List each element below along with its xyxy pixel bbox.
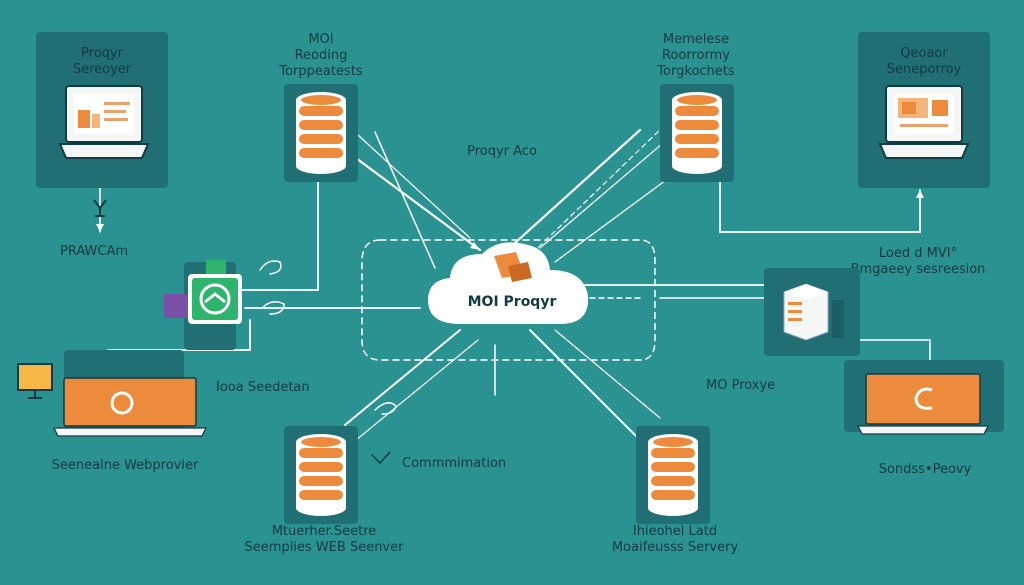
link-top-right-to-cloud — [503, 128, 642, 254]
memelese-label: Memelese Roorrormy Torgkochets — [626, 32, 766, 80]
web-server-label: Mtuerher.Seetre Seemplies WEB Seenver — [236, 524, 412, 556]
link-laptop-br-up — [849, 339, 931, 361]
laptop-icon[interactable] — [856, 372, 1002, 440]
load-mvi-line1: Loed d MVI° — [878, 246, 958, 261]
webprovider-label: Seenealne Webprovier — [51, 458, 199, 473]
communication-label: Commmimation — [402, 456, 507, 471]
link-loop-bottom — [374, 402, 397, 415]
proxy-server-tl-line1: Proqyr — [81, 46, 123, 61]
memelese-line3: Torgkochets — [657, 64, 735, 79]
arrow-tip-4 — [96, 224, 104, 232]
proxy-aco-label: Proqyr Aco — [467, 144, 537, 159]
arrow-tip-3 — [916, 190, 924, 198]
database-stack-icon[interactable] — [644, 432, 702, 518]
proxy-server-tl-line2: Sereoyer — [72, 62, 132, 77]
pcam-label: PRAWCAm — [60, 244, 129, 259]
mod-reading-line1: MOI — [308, 32, 334, 47]
web-server-line1: Mtuerher.Seetre — [271, 524, 377, 539]
link-top-mid-to-cloud-2 — [357, 134, 471, 239]
heohel-line2: Moaifeusss Servery — [611, 540, 739, 555]
database-stack-icon[interactable] — [668, 90, 726, 176]
link-cloud-to-bottom-left-2 — [349, 339, 479, 446]
memelese-line2: Roorrormy — [662, 48, 730, 63]
server-proxy-tr-line2: Seneporroy — [886, 62, 962, 77]
dashed-proxy-ring — [361, 239, 656, 361]
laptop-icon[interactable] — [878, 84, 970, 168]
mod-reading-line3: Torppeatests — [279, 64, 363, 79]
laptop-icon[interactable] — [52, 376, 208, 440]
server-proxy-tr-line1: Qeoaor — [900, 46, 948, 61]
link-server-tr-down — [719, 179, 921, 233]
link-cloud-to-bottom-right-2 — [554, 329, 661, 419]
database-stack-icon[interactable] — [292, 432, 350, 518]
server-rack-icon[interactable] — [778, 280, 848, 344]
link-cloud-to-bottom-left — [344, 329, 461, 426]
heohel-label: Ihieohel Latd Moaifeusss Servery — [590, 524, 760, 556]
link-loop-mid — [261, 301, 285, 315]
router-icon[interactable] — [160, 258, 248, 330]
load-mvi-line2: Bmgaeey sesreesion — [850, 262, 986, 277]
arrow-tip-1 — [470, 242, 480, 250]
sonds-proxy-label: Sondss•Peovy — [878, 462, 972, 477]
proxy-server-tl-label: Proqyr Sereoyer — [36, 46, 168, 78]
link-top-mid-to-cloud — [343, 148, 482, 252]
database-stack-icon[interactable] — [292, 90, 350, 176]
cloud-label: MOI Proqyr — [467, 294, 557, 310]
cloud-icon[interactable] — [420, 236, 600, 332]
mod-reading-line2: Reoding — [294, 48, 348, 63]
link-top-mid-to-cloud-3 — [374, 131, 436, 269]
link-server-top-to-router — [219, 179, 319, 291]
link-loop-top — [259, 260, 282, 275]
load-mvi-label: Loed d MVI° Bmgaeey sesreesion — [838, 246, 998, 278]
monitor-icon — [17, 363, 53, 399]
web-server-line2: Seemplies WEB Seenver — [244, 540, 404, 555]
connector-plug-icon — [93, 199, 107, 217]
mod-reading-label: MOI Reoding Torppeatests — [256, 32, 386, 80]
heohel-line1: Ihieohel Latd — [632, 524, 718, 539]
laptop-icon[interactable] — [58, 84, 150, 168]
link-top-right-to-cloud-2 — [519, 124, 666, 266]
load-session-label: Iooa Seedetan — [216, 380, 310, 395]
server-proxy-tr-label: Qeoaor Seneporroy — [858, 46, 990, 78]
link-check-mark — [371, 451, 391, 465]
mo-proxy-label: MO Proxye — [706, 378, 776, 393]
link-cloud-to-bottom-right — [529, 329, 641, 441]
memelese-line1: Memelese — [662, 32, 730, 47]
